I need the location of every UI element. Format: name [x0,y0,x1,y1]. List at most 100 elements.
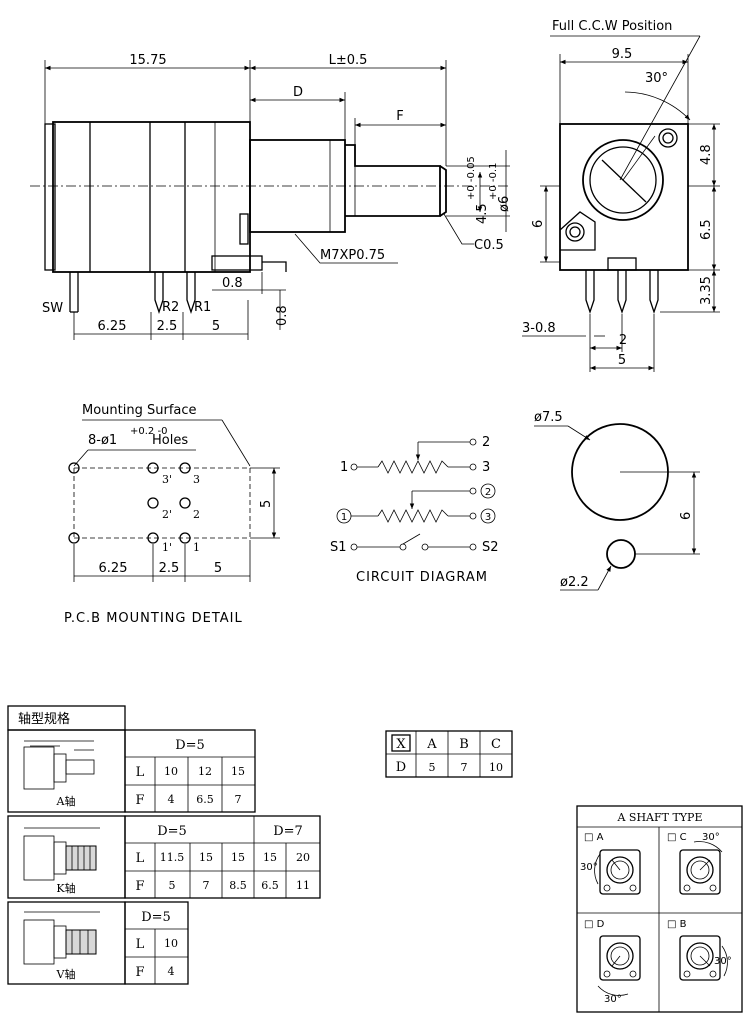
shaft-table-header: 轴型规格 [18,711,70,727]
a-row-f: F [135,793,144,808]
pin-r2: R2 [162,300,179,315]
v-row-f: F [135,965,144,980]
knob-small: ø2.2 [560,575,589,590]
hole-1p: 1' [162,541,172,554]
circuit-c1: 1 [341,512,347,523]
ccw-title: Full C.C.W Position [552,19,672,34]
k-l-3: 15 [263,851,277,864]
circuit-caption: CIRCUIT DIAGRAM [356,570,488,585]
angle-label: 30° [645,71,668,86]
k-f-0: 5 [169,879,176,892]
a-shaft-label: A轴 [56,794,76,808]
chamfer-label: C0.5 [474,238,504,253]
k-f-3: 6.5 [261,879,279,892]
dim-pitch: 2 [619,333,627,348]
pcb-detail: Mounting Surface 8-ø1 +0.2 -0 Holes 3' 3… [64,403,280,626]
a-l-1: 12 [198,765,212,778]
knob-dia: ø7.5 [534,410,563,425]
dim-length: L±0.5 [329,53,368,68]
holes-prefix: 8-ø1 [88,433,117,448]
mounting-surface: Mounting Surface [82,403,197,418]
d-row: D [396,760,406,775]
type-d-angle: 30° [604,994,622,1005]
d-checkbox[interactable] [391,734,411,752]
a-l-2: 15 [231,765,245,778]
d-val-c: 10 [489,761,503,774]
type-c-cell[interactable]: □ C 30° [667,832,723,895]
type-c-angle: 30° [702,832,720,843]
k-l-4: 20 [296,851,310,864]
pcb-dim-v: 5 [259,500,274,508]
hole-3: 3 [193,473,200,486]
a-group: D=5 [175,738,205,753]
d-col-a: A [426,737,437,752]
a-shaft-type-panel: A SHAFT TYPE □ A 30° □ C 30° □ D [576,805,743,1013]
hole-1: 1 [193,541,200,554]
d-val-b: 7 [461,761,468,774]
k-l-1: 15 [199,851,213,864]
knob-detail: ø7.5 6 ø2.2 [534,410,700,591]
type-a-angle: 30° [580,862,598,873]
k-shaft-label: K轴 [56,881,75,895]
holes-suffix: Holes [152,433,188,448]
d-col-c: C [491,737,501,752]
a-f-2: 7 [235,793,242,806]
dim-span: 5 [618,353,626,368]
circuit-n2: 2 [482,435,490,450]
type-a-label: □ A [584,832,604,843]
v-f-0: 4 [168,965,175,978]
pitch-1: 6.25 [98,319,127,334]
type-d-label: □ D [584,919,605,930]
pcb-pitch-2: 2.5 [159,561,180,576]
dim-left: 6 [531,220,546,228]
dim-body: 15.75 [129,53,166,68]
holes-tol: +0.2 -0 [130,426,167,437]
circuit-s1: S1 [330,540,347,555]
circuit-diagram: 1 3 2 1 3 2 S1 S2 CIRCUIT DIAGRAM [330,435,499,585]
v-row-l: L [136,937,145,952]
dim-shaft-inner-tol: +0 -0.05 [466,156,477,200]
k-row-l: L [136,851,145,866]
a-l-0: 10 [164,765,178,778]
knob-dim: 6 [679,512,694,520]
k-group-2: D=7 [273,824,303,839]
a-shaft-sketch [23,740,95,790]
front-view: Full C.C.W Position 9.5 30° 4.8 6. [522,19,720,372]
k-f-1: 7 [203,879,210,892]
type-b-angle: 30° [714,956,732,967]
d-checked: X [396,737,406,752]
a-shaft-title: A SHAFT TYPE [616,811,702,824]
k-f-2: 8.5 [229,879,247,892]
dim-width: 9.5 [612,47,633,62]
type-a-cell[interactable]: □ A 30° [580,832,641,895]
k-l-2: 15 [231,851,245,864]
k-l-0: 11.5 [160,851,185,864]
hole-3p: 3' [162,473,172,486]
k-row-f: F [135,879,144,894]
dim-f: F [396,109,403,124]
dim-top: 4.8 [699,144,714,165]
d-val-a: 5 [429,761,436,774]
circuit-c3: 3 [485,512,491,523]
circuit-c2: 2 [485,487,491,498]
k-shaft-sketch [23,827,100,881]
hole-2: 2 [193,508,200,521]
type-d-cell[interactable]: □ D 30° [584,919,641,1005]
circuit-n1: 1 [340,460,348,475]
type-b-label: □ B [667,919,687,930]
dim-shaft-inner: 4.5 [475,203,490,224]
type-b-cell[interactable]: □ B 30° [667,919,732,981]
dim-right: 6.5 [699,219,714,240]
side-view: 15.75 L±0.5 D F 4.5 +0 -0.05 ø6 +0 -0.1 … [30,53,512,340]
v-shaft-sketch [23,911,100,965]
v-l-0: 10 [164,937,178,950]
thread-label: M7XP0.75 [320,248,385,263]
circuit-n3: 3 [482,460,490,475]
shaft-spec-table: 轴型规格 D=5 L F 10 12 15 4 6.5 7 A轴 [7,705,321,985]
pitch-2: 2.5 [157,319,178,334]
v-group: D=5 [141,910,171,925]
dim-pin: 3.35 [699,276,714,305]
d-value-table: X A B C D 5 7 10 [385,730,513,778]
dim-d: D [293,85,303,100]
